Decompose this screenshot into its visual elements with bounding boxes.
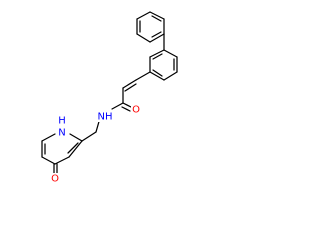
carbonyl-o-text: O xyxy=(132,105,140,116)
carbonyl-double-bond-b xyxy=(121,106,131,112)
molecule-diagram: NH O H N O xyxy=(41,11,178,185)
ch2-ring-bond xyxy=(81,131,97,142)
ring-nh-label: H N xyxy=(57,116,67,139)
keto-o-text: O xyxy=(51,174,59,185)
amide-nh-text: NH xyxy=(98,112,113,123)
structure-canvas: NH O H N O xyxy=(41,11,178,185)
vinyl-double-bond xyxy=(122,79,137,89)
pyridinone-ring xyxy=(41,133,83,165)
amide-nh-label: NH xyxy=(98,111,113,123)
vinyl-double-bond-inner xyxy=(124,83,137,92)
vinyl-bond-1 xyxy=(135,71,151,81)
amide-cn-bond xyxy=(111,102,124,110)
phenyl-ring-top xyxy=(136,11,165,43)
ring-nh-n-text: N xyxy=(58,128,65,139)
carbonyl-double-bond-a xyxy=(122,102,132,108)
keto-o-label: O xyxy=(50,173,60,185)
carbonyl-o-label: O xyxy=(131,104,141,116)
phenylene-ring xyxy=(149,49,178,81)
ring-nh-h-text: H xyxy=(58,116,66,127)
